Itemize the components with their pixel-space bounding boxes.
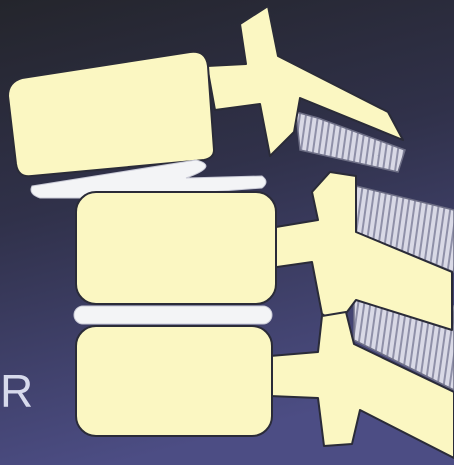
lower-vertebral-body (76, 326, 272, 436)
lower-disc (74, 306, 272, 324)
side-label: R (0, 368, 33, 414)
middle-vertebral-body (76, 192, 276, 304)
